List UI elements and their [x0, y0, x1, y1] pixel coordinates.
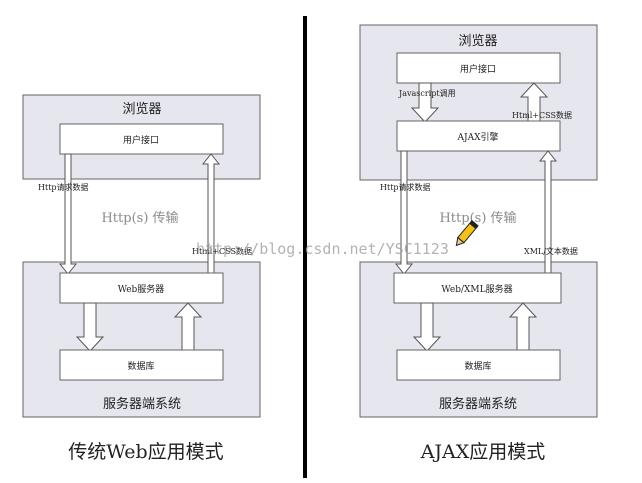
- left-request-label: Http请求数据: [38, 182, 89, 192]
- right-server-box-label: Web/XML服务器: [441, 283, 512, 295]
- right-db-box: [396, 349, 561, 381]
- right-browser-title: 浏览器: [458, 33, 497, 49]
- left-server-title: 服务器端系统: [103, 396, 181, 412]
- left-caption: 传统Web应用模式: [68, 441, 223, 463]
- right-html-label: Html+CSS数据: [512, 110, 572, 120]
- right-xml-label: XML/文本数据: [524, 246, 578, 256]
- right-db-server-up-arrow: [508, 302, 538, 352]
- center-divider: [303, 16, 307, 478]
- right-request-label: Http请求数据: [380, 182, 431, 192]
- left-server-db-down-arrow: [75, 302, 105, 352]
- right-server-title: 服务器端系统: [439, 396, 517, 412]
- watermark: http://blog.csdn.net/YSC1123: [196, 240, 449, 258]
- right-xml-arrow: [538, 150, 558, 275]
- left-ui-box: [59, 123, 224, 155]
- right-js-label: Javascript调用: [398, 89, 456, 98]
- right-js-down-arrow: [410, 82, 440, 123]
- right-request-arrow: [394, 150, 414, 275]
- right-caption: AJAX应用模式: [420, 441, 546, 463]
- right-html-up-arrow: [519, 82, 549, 123]
- pencil-cursor-icon: [455, 219, 479, 247]
- right-transport-label: Http(s) 传输: [439, 210, 516, 226]
- right-browser-panel: [359, 24, 598, 181]
- right-db-box-label: 数据库: [464, 360, 491, 372]
- right-server-box: [393, 272, 562, 304]
- left-server-box: [59, 272, 224, 304]
- right-engine-box: [396, 120, 561, 152]
- left-response-arrow: [201, 153, 221, 275]
- left-browser-title: 浏览器: [122, 101, 161, 117]
- left-db-box: [59, 349, 224, 381]
- right-server-db-down-arrow: [412, 302, 442, 352]
- left-request-arrow: [58, 153, 78, 275]
- right-engine-box-label: AJAX引擎: [456, 131, 498, 143]
- left-db-box-label: 数据库: [127, 360, 154, 372]
- left-ui-box-label: 用户接口: [123, 134, 159, 146]
- left-db-server-up-arrow: [173, 302, 203, 352]
- right-ui-box-label: 用户接口: [460, 63, 496, 75]
- left-response-label: Html+CSS数据: [192, 246, 252, 256]
- left-transport-label: Http(s) 传输: [101, 210, 178, 226]
- right-ui-box: [396, 52, 561, 84]
- left-server-box-label: Web服务器: [118, 283, 165, 295]
